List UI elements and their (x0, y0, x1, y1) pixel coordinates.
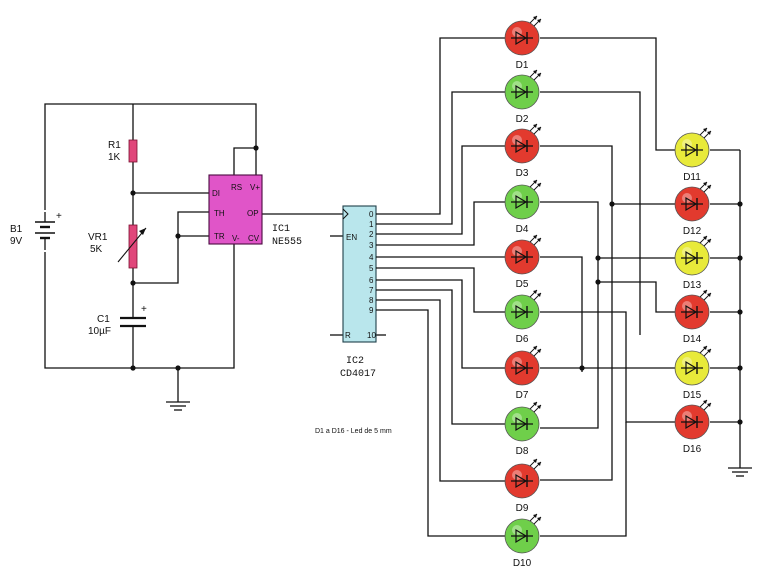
ic2-output-9: 9 (369, 306, 374, 315)
led-d5: D5 (504, 234, 542, 290)
led-d3: D3 (504, 123, 542, 179)
junction-dots-right (579, 201, 743, 425)
r1-name: R1 (108, 140, 121, 151)
c1-plus-sign: + (141, 304, 147, 315)
battery-value: 9V (10, 236, 23, 247)
led-label-d3: D3 (516, 168, 529, 179)
led-d13: D13 (674, 235, 712, 291)
ic1-ne555: DI RS V+ TH OP TR V- CV IC1 NE555 (208, 174, 302, 248)
capacitor-c1: + C1 10µF (88, 304, 147, 337)
ic1-pin-rs: RS (231, 183, 242, 192)
led-d16: D16 (674, 399, 712, 455)
ic1-pin-vminus: V- (232, 234, 240, 243)
led-label-d14: D14 (683, 334, 702, 345)
led-label-d7: D7 (516, 390, 529, 401)
ic1-pin-op: OP (247, 209, 259, 218)
vr1-name: VR1 (88, 232, 108, 243)
ic1-pin-di: DI (212, 189, 220, 198)
led-label-d5: D5 (516, 279, 529, 290)
led-label-d9: D9 (516, 503, 529, 514)
led-d7: D7 (504, 345, 542, 401)
ic1-pin-th: TH (214, 209, 225, 218)
led-d14: D14 (674, 289, 712, 345)
ic1-name: IC1 (272, 224, 290, 235)
vr1-value: 5K (90, 244, 103, 255)
led-d1: D1 (504, 15, 542, 71)
ic2-pin-10: 10 (367, 331, 376, 340)
led-d2: D2 (504, 69, 542, 125)
battery-plus-sign: + (56, 211, 62, 222)
r1-value: 1K (108, 152, 121, 163)
ic2-output-0: 0 (369, 210, 374, 219)
ic1-part: NE555 (272, 237, 302, 248)
battery-name: B1 (10, 224, 23, 235)
resistor-r1: R1 1K (108, 139, 138, 163)
c1-value: 10µF (88, 326, 111, 337)
led-label-d11: D11 (683, 172, 701, 183)
ic1-pin-vplus: V+ (250, 183, 260, 192)
ic2-output-6: 6 (369, 276, 374, 285)
ic2-output-3: 3 (369, 241, 374, 250)
led-d6: D6 (504, 289, 542, 345)
led-label-d10: D10 (513, 558, 532, 569)
ic2-output-1: 1 (369, 220, 374, 229)
ground-symbol-left (166, 401, 190, 411)
ic2-output-7: 7 (369, 286, 374, 295)
ic2-pin-r: R (345, 331, 351, 340)
c1-name: C1 (97, 314, 110, 325)
led-d15: D15 (674, 345, 712, 401)
timer-wiring (44, 103, 386, 402)
led-label-d16: D16 (683, 444, 702, 455)
battery-b1: + B1 9V (10, 210, 62, 252)
led-label-d6: D6 (516, 334, 529, 345)
ic2-name: IC2 (346, 356, 364, 367)
led-d10: D10 (504, 513, 542, 569)
led-d4: D4 (504, 179, 542, 235)
junction-dots-left (130, 145, 259, 371)
led-label-d13: D13 (683, 280, 702, 291)
ground-symbol-right (728, 467, 752, 477)
led-d9: D9 (504, 458, 542, 514)
led-label-d1: D1 (516, 60, 529, 71)
led-label-d12: D12 (683, 226, 702, 237)
led-label-d4: D4 (516, 224, 529, 235)
led-d11: D11 (674, 127, 712, 183)
potentiometer-vr1: VR1 5K (88, 224, 147, 269)
ic2-pin-en: EN (346, 233, 357, 242)
ic1-pin-cv: CV (248, 234, 260, 243)
ic2-output-2: 2 (369, 230, 374, 239)
ic1-pin-tr: TR (214, 232, 225, 241)
ic2-output-5: 5 (369, 264, 374, 273)
led-label-d15: D15 (683, 390, 702, 401)
led-d8: D8 (504, 401, 542, 457)
ic2-output-8: 8 (369, 296, 374, 305)
led-label-d8: D8 (516, 446, 529, 457)
led-note: D1 a D16 - Led de 5 mm (315, 428, 392, 435)
ic2-part: CD4017 (340, 369, 376, 380)
led-d12: D12 (674, 181, 712, 237)
led-label-d2: D2 (516, 114, 529, 125)
ic2-output-4: 4 (369, 253, 374, 262)
